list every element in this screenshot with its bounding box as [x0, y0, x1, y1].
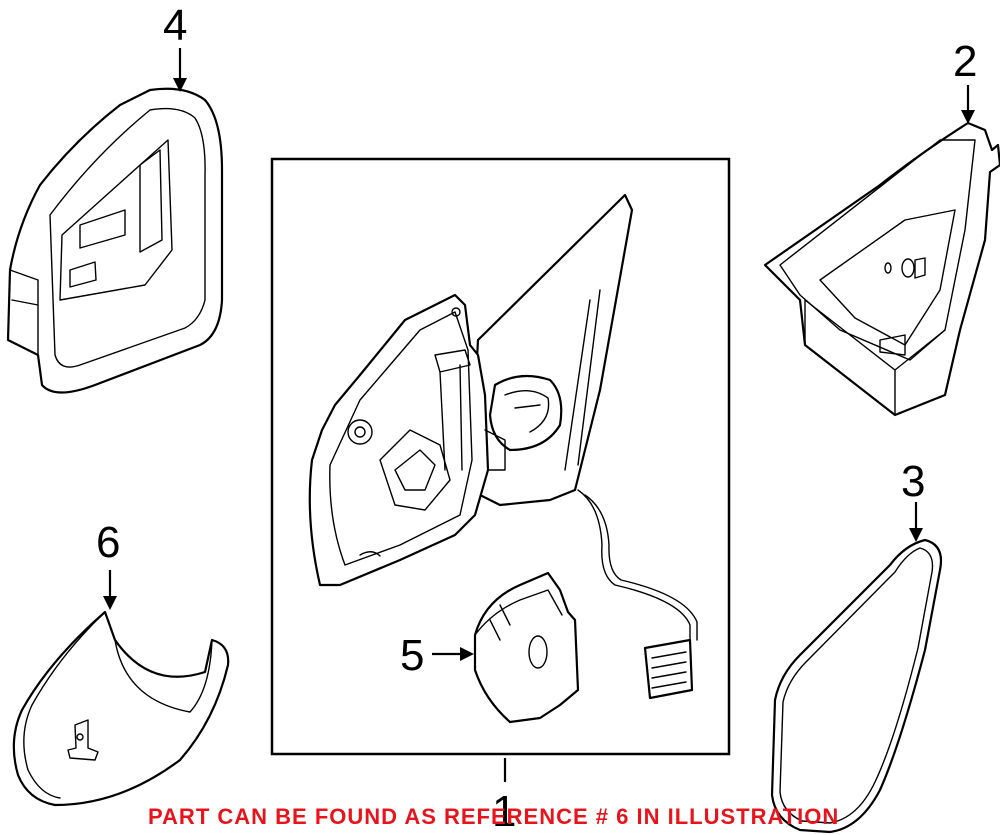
arrow-2: [961, 110, 975, 124]
part-3-mirror-glass[interactable]: [770, 538, 943, 834]
part-5-actuator[interactable]: [473, 571, 580, 724]
part-1-mirror-assembly[interactable]: [308, 193, 698, 700]
arrow-6: [103, 596, 117, 610]
assembly-frame: [270, 157, 731, 756]
callout-4: 4: [163, 1, 187, 50]
callout-1: 1: [492, 787, 516, 835]
callout-5: 5: [400, 631, 424, 680]
part-6-lower-cover[interactable]: [12, 610, 230, 807]
part-4-housing-cover[interactable]: [6, 87, 224, 394]
reference-note: PART CAN BE FOUND AS REFERENCE # 6 IN IL…: [148, 804, 839, 829]
callout-3: 3: [901, 457, 925, 506]
arrow-3: [909, 528, 923, 542]
arrow-4: [173, 78, 187, 92]
callout-2: 2: [953, 37, 977, 86]
arrow-5: [460, 647, 474, 661]
part-2-mirror-base[interactable]: [763, 121, 1000, 417]
callout-6: 6: [96, 518, 120, 567]
